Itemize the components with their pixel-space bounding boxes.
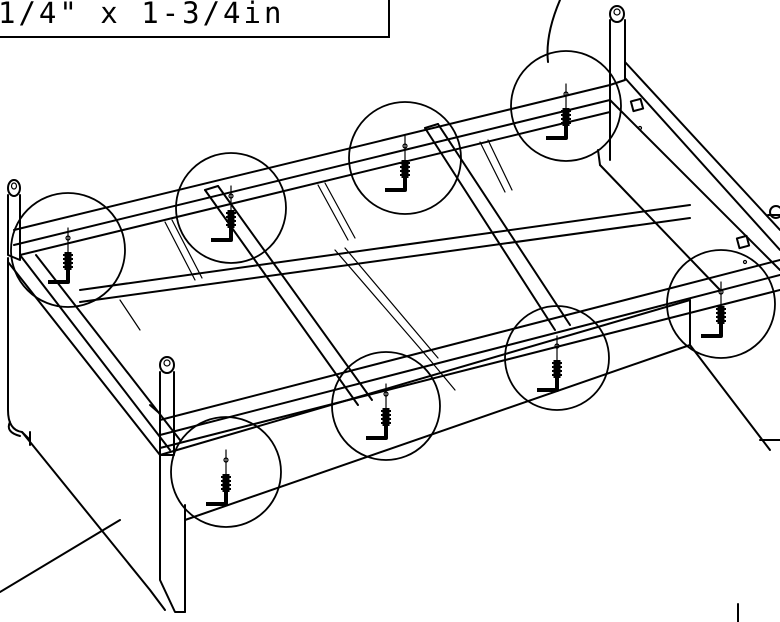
screw-thread xyxy=(561,110,571,112)
screw-thread xyxy=(381,418,391,420)
screw-thread xyxy=(400,162,410,164)
hex-key-icon xyxy=(206,492,228,506)
screw-icon xyxy=(64,252,72,270)
screw-hole xyxy=(383,391,389,397)
detail-callout-front-center xyxy=(331,351,441,461)
callout-circle xyxy=(504,305,610,411)
screw-thread xyxy=(63,258,73,260)
leader-line-top xyxy=(546,0,561,63)
screw-thread xyxy=(552,362,562,364)
screw-thread xyxy=(226,220,236,222)
screw-thread xyxy=(716,312,726,314)
screw-thread xyxy=(400,166,410,168)
callout-circle xyxy=(175,152,287,264)
screw-hole xyxy=(718,289,724,295)
screw-thread xyxy=(716,320,726,322)
screw-thread xyxy=(716,308,726,310)
screw-thread xyxy=(561,114,571,116)
hardware-size-label: 1/4" x 1-3/4in xyxy=(0,0,390,38)
frame-top-rails xyxy=(13,61,780,451)
screw-thread xyxy=(63,262,73,264)
screw-icon xyxy=(562,108,570,126)
screw-thread xyxy=(381,422,391,424)
hardware-size-text: 1/4" x 1-3/4in xyxy=(0,0,285,30)
callout-circle xyxy=(170,416,282,528)
hex-key-icon xyxy=(537,378,559,392)
screw-thread xyxy=(400,170,410,172)
screw-thread xyxy=(63,266,73,268)
detail-callout-front-left xyxy=(170,416,282,528)
detail-callout-right-corner xyxy=(666,249,776,359)
screw-thread xyxy=(561,118,571,120)
screw-hole xyxy=(223,457,229,463)
screw-thread xyxy=(552,366,562,368)
screw-thread xyxy=(552,370,562,372)
screw-thread xyxy=(221,484,231,486)
screw-icon xyxy=(222,474,230,492)
leader-line-bottom-left xyxy=(0,519,121,593)
callout-circle xyxy=(666,249,776,359)
screw-detail-callouts xyxy=(10,50,776,528)
hex-key-icon xyxy=(701,324,723,338)
callout-circle xyxy=(10,192,126,308)
screw-thread xyxy=(716,316,726,318)
screw-thread xyxy=(552,374,562,376)
screw-icon xyxy=(382,408,390,426)
screw-icon xyxy=(717,306,725,324)
hex-key-icon xyxy=(48,270,70,284)
screw-thread xyxy=(226,216,236,218)
screw-thread xyxy=(400,174,410,176)
screw-hole xyxy=(228,193,234,199)
screw-icon xyxy=(553,360,561,378)
screw-thread xyxy=(221,480,231,482)
screw-thread xyxy=(381,414,391,416)
screw-hole xyxy=(65,235,71,241)
screw-thread xyxy=(221,476,231,478)
screw-hole xyxy=(563,91,569,97)
screw-thread xyxy=(63,254,73,256)
hex-key-icon xyxy=(385,178,407,192)
screw-thread xyxy=(226,224,236,226)
screw-icon xyxy=(401,160,409,178)
sofa-base-body xyxy=(7,257,780,613)
hex-key-icon xyxy=(366,426,388,440)
screw-thread xyxy=(561,122,571,124)
corner-brackets xyxy=(149,97,751,413)
screw-thread xyxy=(226,212,236,214)
screw-icon xyxy=(227,210,235,228)
callout-circle xyxy=(510,50,622,162)
detail-callout-left-front-corner xyxy=(10,192,126,308)
screw-thread xyxy=(221,488,231,490)
hex-key-icon xyxy=(546,126,568,140)
screw-thread xyxy=(381,410,391,412)
detail-callout-center-rear xyxy=(348,101,462,215)
detail-callout-front-right xyxy=(504,305,610,411)
callout-circle xyxy=(331,351,441,461)
screw-hole xyxy=(402,143,408,149)
detail-callout-left-rear xyxy=(175,152,287,264)
detail-callout-right-rear xyxy=(510,50,622,162)
screw-hole xyxy=(554,343,560,349)
hex-key-icon xyxy=(211,228,233,242)
frame-legs xyxy=(7,5,780,456)
callout-circle xyxy=(348,101,462,215)
